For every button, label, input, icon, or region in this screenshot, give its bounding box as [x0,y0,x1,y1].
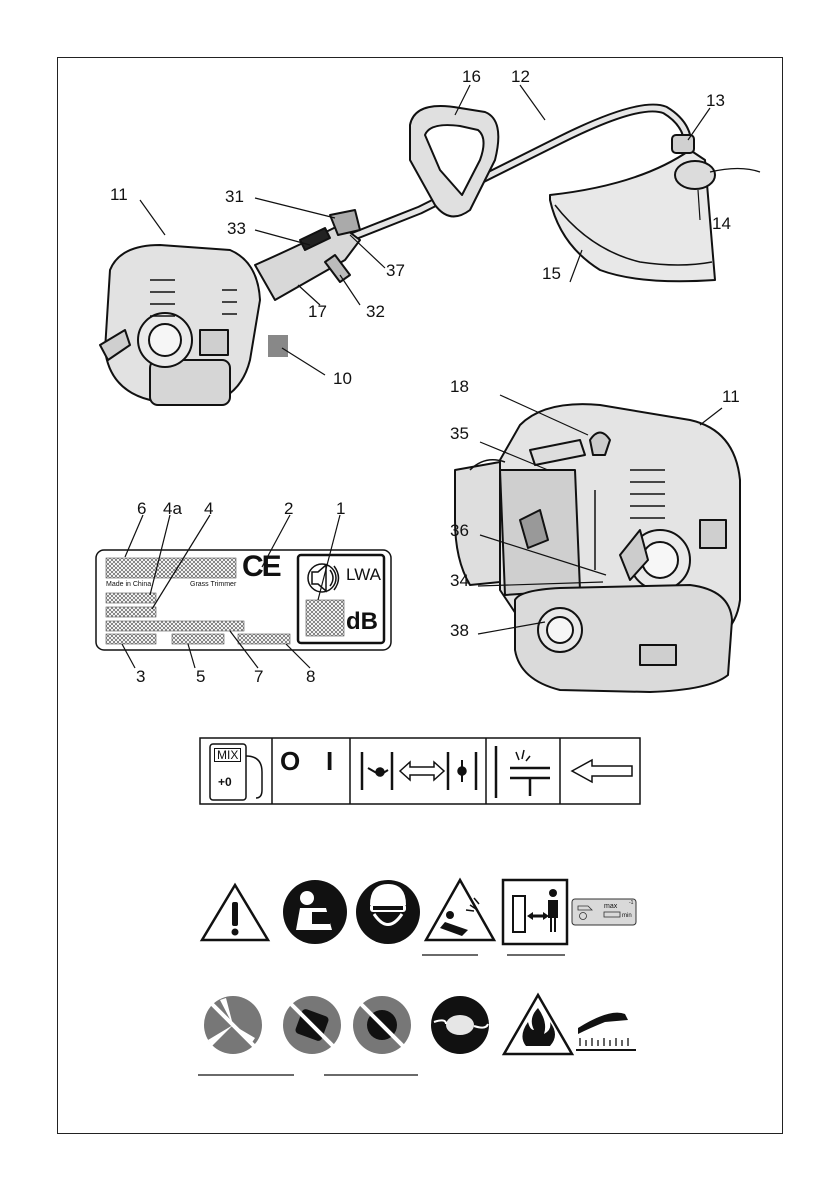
plate-callout-4: 4 [204,500,213,517]
plate-callout-6: 6 [137,500,146,517]
callout-34: 34 [450,572,469,589]
warning-signs-row-2 [198,995,636,1075]
fuel-mix-label: MIX [214,748,241,762]
plate-callout-8: 8 [306,668,315,685]
callout-33: 33 [227,220,246,237]
plate-made-in: Made in China [106,581,151,588]
speed-unit-label: min [622,913,632,919]
ce-mark: CE [242,552,280,582]
callout-14: 14 [712,215,731,232]
db-label: dB [346,610,378,634]
callout-13: 13 [706,92,725,109]
switch-off-symbol: O [280,748,300,774]
speed-exponent-label: -1 [629,901,633,906]
lwa-label: LWA [346,566,381,583]
callout-11: 11 [110,186,128,203]
callout-31: 31 [225,188,244,205]
callout-12: 12 [511,68,530,85]
symbol-strip [200,738,640,804]
callout-17: 17 [308,303,327,320]
plate-callout-7: 7 [254,668,263,685]
callout-11-engine: 11 [722,388,740,405]
callout-38: 38 [450,622,469,639]
plate-callout-5: 5 [196,668,205,685]
switch-on-symbol: I [326,748,333,774]
callout-37: 37 [386,262,405,279]
callout-16: 16 [462,68,481,85]
callout-10: 10 [333,370,352,387]
callout-35: 35 [450,425,469,442]
plate-callout-4a: 4a [163,500,182,517]
engine-closeup [455,404,740,692]
callout-32: 32 [366,303,385,320]
callout-18: 18 [450,378,469,395]
warning-signs-row-1 [202,880,636,955]
speed-max-label: max [604,903,617,910]
callout-36: 36 [450,522,469,539]
plate-product: Grass Trimmer [190,581,236,588]
trimmer-overview [100,106,760,405]
fuel-ratio-label: +0 [218,776,232,788]
plate-callout-2: 2 [284,500,293,517]
plate-callout-1: 1 [336,500,345,517]
plate-callout-3: 3 [136,668,145,685]
callout-15: 15 [542,265,561,282]
